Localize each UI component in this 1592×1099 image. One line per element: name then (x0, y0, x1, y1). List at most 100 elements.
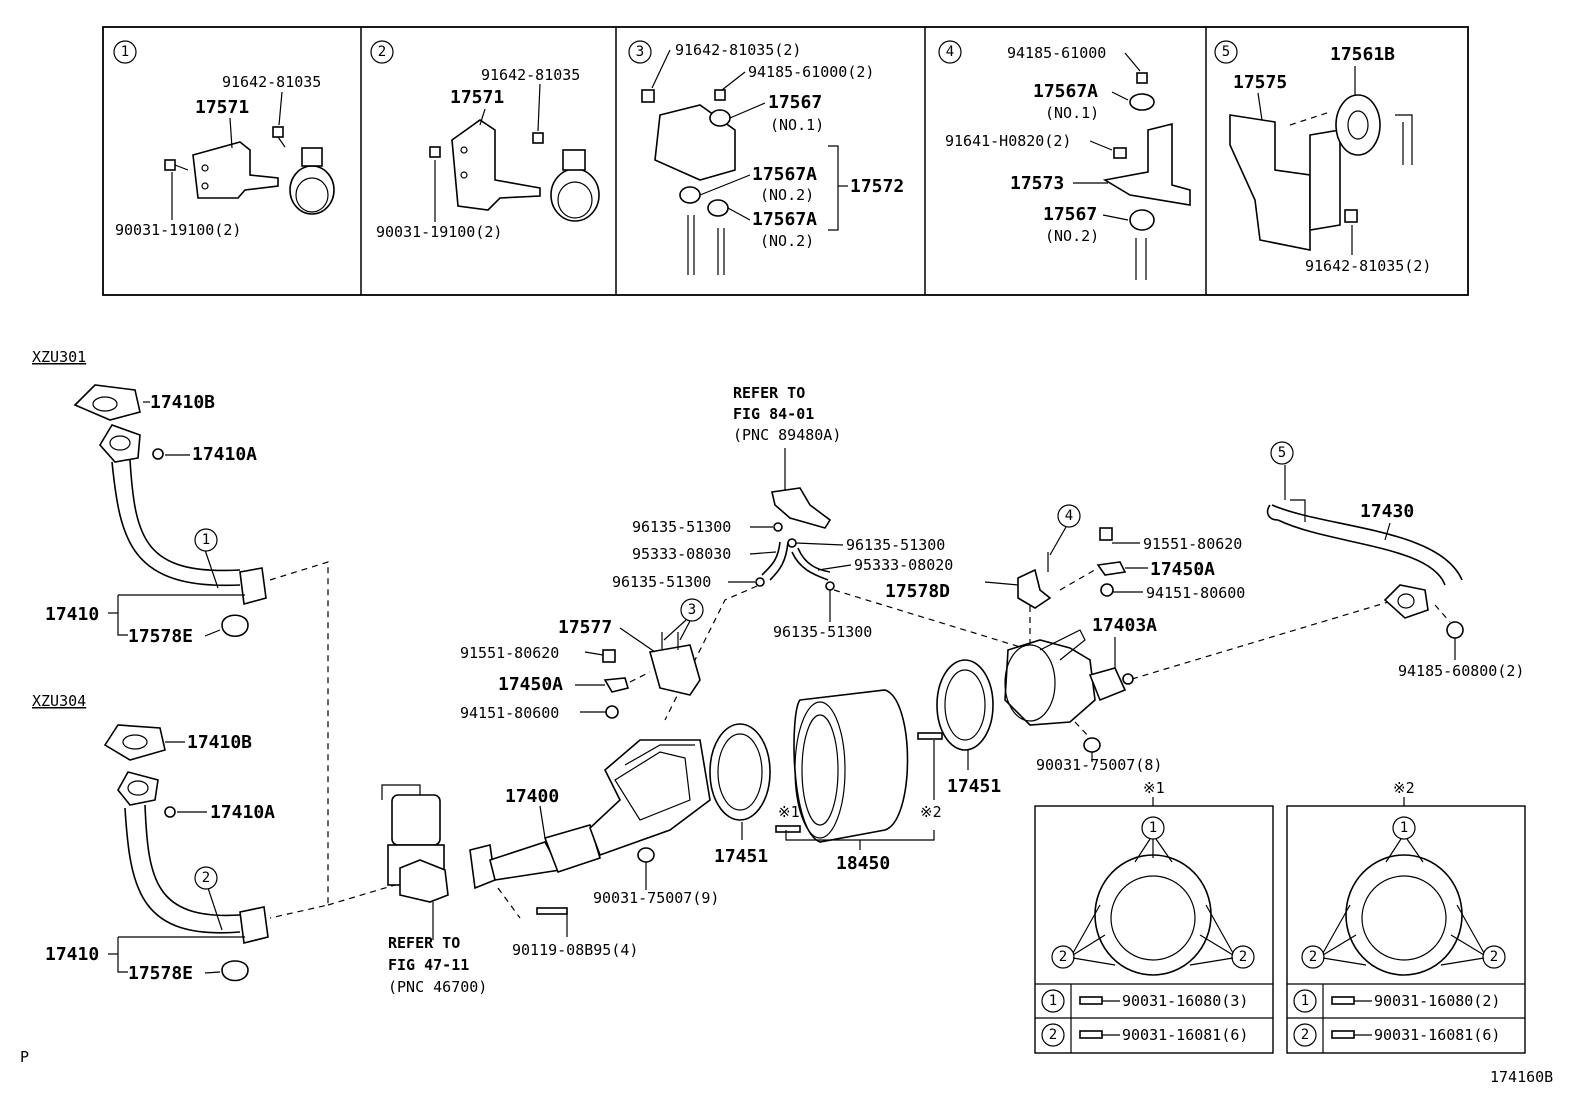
detail-box-2: 2 91642-81035 17571 90031-19100(2) (370, 40, 600, 241)
bolt-icon (1344, 209, 1358, 223)
corner-label-left: P (20, 1048, 29, 1066)
rubber-hanger-icon (1335, 94, 1381, 156)
refer-fig-47-11-line2: FIG 47-11 (388, 956, 469, 974)
part-label-17410a: 17410A (210, 802, 275, 823)
rubber-mount-icon (1129, 93, 1155, 111)
flange-table-1-title: ※1 (1143, 779, 1165, 797)
bracket-17571-shape (192, 141, 279, 199)
part-label-17571: 17571 (450, 87, 504, 108)
part-label-17567a: 17567A (1033, 81, 1098, 102)
bracket-17571-shape (451, 119, 541, 211)
pipe-flange-shape (117, 771, 159, 806)
part-label-17567-no1: (NO.1) (770, 116, 824, 134)
muffler-17400-shape (589, 739, 711, 857)
tail-flange-shape (1383, 584, 1429, 619)
model-label-xzu304: XZU304 (32, 692, 86, 710)
part-label-17410: 17410 (45, 944, 99, 965)
part-label-17567a: 17567A (752, 164, 817, 185)
flange-table-2-callout-2-right: 2 (1490, 949, 1498, 965)
flange-outline-shape (1345, 854, 1463, 976)
hose-95333-08030-shape (761, 541, 781, 576)
part-label-90031-19100: 90031-19100(2) (115, 221, 241, 239)
note-2-marker: ※2 (920, 803, 942, 821)
bolt-icon (429, 146, 441, 158)
part-label-17567a-no2: (NO.2) (760, 232, 814, 250)
callout-3: 3 (688, 602, 696, 618)
nut-icon (1083, 737, 1101, 753)
callout-2: 2 (202, 870, 210, 886)
part-label-17578e: 17578E (128, 626, 193, 647)
part-label-17567a-no1: (NO.1) (1045, 104, 1099, 122)
part-label-17571: 17571 (195, 97, 249, 118)
front-pipe-group-xzu301: 1 17410B 17410A 17410 17578E (45, 384, 267, 647)
detail-box-4: 4 94185-61000 17567A (NO.1) 91641-H0820(… (938, 40, 1191, 280)
part-label-17450a: 17450A (1150, 559, 1215, 580)
part-label-17451: 17451 (714, 846, 768, 867)
part-label-17430: 17430 (1360, 501, 1414, 522)
part-label-17400: 17400 (505, 786, 559, 807)
bracket-17450a-shape (1096, 561, 1127, 576)
stud-bolt-icon (1331, 996, 1355, 1005)
part-label-17451: 17451 (947, 776, 1001, 797)
refer-fig-47-11-line3: (PNC 46700) (388, 978, 487, 996)
callout-5: 5 (1278, 445, 1286, 461)
flange-table-2-row2-num: 2 (1301, 1027, 1309, 1043)
part-label-94185-61000: 94185-61000 (1007, 44, 1106, 62)
part-label-96135-51300: 96135-51300 (612, 573, 711, 591)
part-label-96135-51300: 96135-51300 (773, 623, 872, 641)
stud-bolt-icon (1331, 1030, 1355, 1039)
muffler-17400-group: 17400 90031-75007(9) 90119-08B95(4) (469, 739, 719, 959)
bolt-icon (272, 126, 284, 138)
detail-box-1: 1 91642-81035 17571 90031-19100(2) (113, 40, 335, 239)
part-label-96135-51300: 96135-51300 (632, 518, 731, 536)
part-label-17561b: 17561B (1330, 44, 1395, 65)
bolt-icon (1113, 147, 1127, 159)
flange-outline-shape (1094, 854, 1212, 976)
tail-pipe-17430-shape (1277, 519, 1446, 586)
stud-bolt-icon (1079, 1030, 1103, 1039)
muffler-17403a-group: 17403A 4 17578D 91551-80620 17450A 94151… (885, 504, 1396, 774)
detail-box-5: 5 17575 17561B 91642-81035(2) (1214, 40, 1431, 275)
part-label-17567a-no2: (NO.2) (760, 186, 814, 204)
part-label-17577: 17577 (558, 617, 612, 638)
flange-table-1-callout-2-right: 2 (1239, 949, 1247, 965)
dpf-section-group: 17451 ※1 18450 ※2 17451 (709, 659, 1001, 874)
part-label-17410b: 17410B (187, 732, 252, 753)
bracket-17450a-shape (603, 677, 630, 693)
nut-icon (1136, 72, 1148, 84)
bolt-icon (1099, 527, 1113, 541)
part-label-17572: 17572 (850, 176, 904, 197)
flange-table-1: ※1 1 2 2 1 90031-16080(3) 2 90031-16081(… (1034, 779, 1274, 1054)
part-label-17573: 17573 (1010, 173, 1064, 194)
part-label-17410: 17410 (45, 604, 99, 625)
nut-icon (605, 705, 619, 719)
rubber-mount-icon (1129, 209, 1155, 231)
rubber-mount-icon (679, 186, 701, 204)
part-label-17450a: 17450A (498, 674, 563, 695)
part-label-18450: 18450 (836, 853, 890, 874)
clamp-17578e-shape (221, 614, 249, 638)
gasket-17410b-shape (103, 724, 166, 761)
part-label-90031-19100: 90031-19100(2) (376, 223, 502, 241)
dpf-18450-shape (793, 689, 909, 843)
part-label-91642-81035-2: 91642-81035(2) (675, 41, 801, 59)
stud-bolt-icon (775, 825, 801, 833)
pressure-sensor-shape (771, 487, 832, 529)
part-label-94151-80600: 94151-80600 (1146, 584, 1245, 602)
clip-icon (755, 577, 765, 587)
bracket-17577-shape (648, 644, 701, 696)
bracket-17578d-shape (1017, 568, 1052, 609)
part-label-17567a: 17567A (752, 209, 817, 230)
part-label-91642-81035-2: 91642-81035(2) (1305, 257, 1431, 275)
catalytic-converter-shape (543, 824, 601, 874)
detail-3-number: 3 (636, 44, 644, 60)
refer-fig-84-01-line2: FIG 84-01 (733, 405, 814, 423)
flange-table-1-row2-part: 90031-16081(6) (1122, 1026, 1248, 1044)
part-label-17578e: 17578E (128, 963, 193, 984)
gasket-17410b-shape (73, 384, 141, 421)
part-label-17410b: 17410B (150, 392, 215, 413)
part-label-17567: 17567 (1043, 204, 1097, 225)
detail-1-number: 1 (121, 44, 129, 60)
part-label-91551-80620: 91551-80620 (1143, 535, 1242, 553)
